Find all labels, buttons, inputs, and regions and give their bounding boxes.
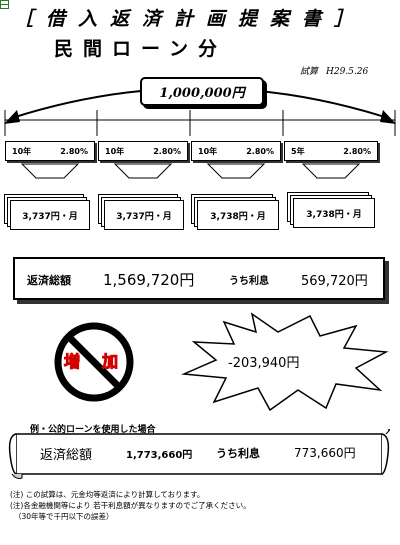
private-loan-summary: 返済総額 1,569,720円 うち利息 569,720円 <box>13 257 385 300</box>
period-rate: 2.80% <box>153 146 181 156</box>
monthly-payment-stack: 3,737円・月 <box>98 194 184 230</box>
monthly-payment-stack: 3,738円・月 <box>287 192 375 228</box>
down-arrow-shape <box>20 163 80 179</box>
footnotes: (注) この試算は、元金均等返済により計算しております。 (注)各金融機関等によ… <box>10 489 251 522</box>
down-arrow-shape <box>113 163 173 179</box>
interest-label: うち利息 <box>229 276 269 287</box>
calc-date: 試算 H29.5.26 <box>300 64 368 77</box>
period-term: 5年 <box>291 146 305 156</box>
monthly-payment: 3,737円・月 <box>10 200 90 230</box>
increase-char-1: 増 <box>63 352 81 372</box>
explosion-burst-shape <box>181 312 389 412</box>
monthly-payment: 3,738円・月 <box>293 198 375 228</box>
monthly-payment: 3,737円・月 <box>104 200 184 230</box>
total-label: 返済総額 <box>27 274 71 287</box>
monthly-payment-stack: 3,737円・月 <box>4 194 90 230</box>
period-rate: 2.80% <box>246 146 274 156</box>
calc-label: 試算 <box>300 67 319 77</box>
page-title: ［借入返済計画提案書］ <box>14 8 367 30</box>
page-subtitle: 民間ローン分 <box>54 38 228 60</box>
total-value: 1,569,720円 <box>103 271 195 289</box>
period-box: 5年 2.80% <box>284 141 378 161</box>
down-arrows <box>20 163 361 179</box>
period-box: 10年 2.80% <box>191 141 281 161</box>
public-total-label: 返済総額 <box>40 448 93 463</box>
scroll-banner-shape <box>8 429 391 479</box>
increase-char-2: 加 <box>101 352 119 372</box>
calc-date-value: H29.5.26 <box>326 67 369 77</box>
period-box: 10年 2.80% <box>98 141 188 161</box>
footnote: (注) この試算は、元金均等返済により計算しております。 <box>10 490 205 499</box>
monthly-payment-stack: 3,738円・月 <box>191 194 279 230</box>
prohibition-sign-icon <box>54 322 134 402</box>
public-loan-label: 例・公的ローンを使用した場合 <box>30 425 156 435</box>
footnote: (注)各金融機関等により 若干利息額が異なりますのでご了承ください。 <box>10 501 251 510</box>
footnote: （30年等で千円以下の誤差） <box>14 512 114 521</box>
public-total-value: 1,773,660円 <box>126 450 193 461</box>
period-term: 10年 <box>105 146 125 156</box>
document-corner-icon <box>0 0 9 9</box>
public-interest-value: 773,660円 <box>294 446 356 460</box>
down-arrow-shape <box>301 163 361 179</box>
period-term: 10年 <box>12 146 32 156</box>
public-loan-summary: 返済総額 1,773,660円 うち利息 773,660円 <box>16 434 384 474</box>
principal-amount: 1,000,000円 <box>140 77 264 106</box>
monthly-payment: 3,738円・月 <box>197 200 279 230</box>
period-rate: 2.80% <box>60 146 88 156</box>
difference-value: -203,940円 <box>228 356 300 371</box>
period-box: 10年 2.80% <box>5 141 95 161</box>
period-term: 10年 <box>198 146 218 156</box>
period-rate: 2.80% <box>343 146 371 156</box>
down-arrow-shape <box>206 163 266 179</box>
public-interest-label: うち利息 <box>216 447 260 460</box>
interest-value: 569,720円 <box>301 274 368 289</box>
